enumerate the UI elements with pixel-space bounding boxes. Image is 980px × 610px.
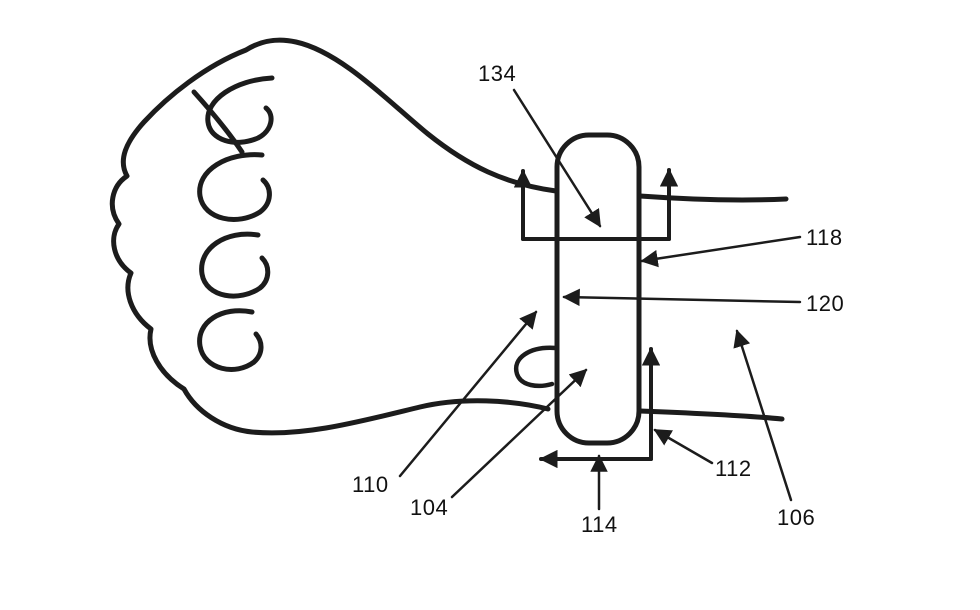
wrist-top-line	[637, 193, 789, 203]
leader-110	[398, 310, 538, 478]
leader-134	[512, 88, 602, 228]
wrist-band	[554, 132, 642, 446]
finger-curl-1	[205, 75, 275, 145]
ref-label-106: 106	[777, 505, 816, 530]
ref-label-114: 114	[581, 512, 618, 537]
ref-label-112: 112	[715, 456, 752, 481]
ref-label-118: 118	[806, 225, 843, 250]
leader-120	[562, 288, 802, 307]
hand-outline	[109, 37, 559, 436]
finger-curl-2	[197, 152, 272, 222]
finger-curl-4	[197, 308, 264, 372]
wrist-bottom-line	[637, 408, 785, 422]
leader-118	[640, 235, 802, 268]
ref-label-120: 120	[806, 291, 845, 316]
wrist-crease	[513, 345, 559, 389]
leader-104	[450, 368, 588, 499]
ref-label-110: 110	[352, 472, 389, 497]
thumb-crease	[191, 89, 245, 155]
leader-106	[733, 329, 793, 502]
leader-112	[653, 428, 714, 465]
ref-label-134: 134	[478, 61, 517, 86]
finger-curl-3	[199, 231, 271, 299]
ref-label-104: 104	[410, 495, 449, 520]
